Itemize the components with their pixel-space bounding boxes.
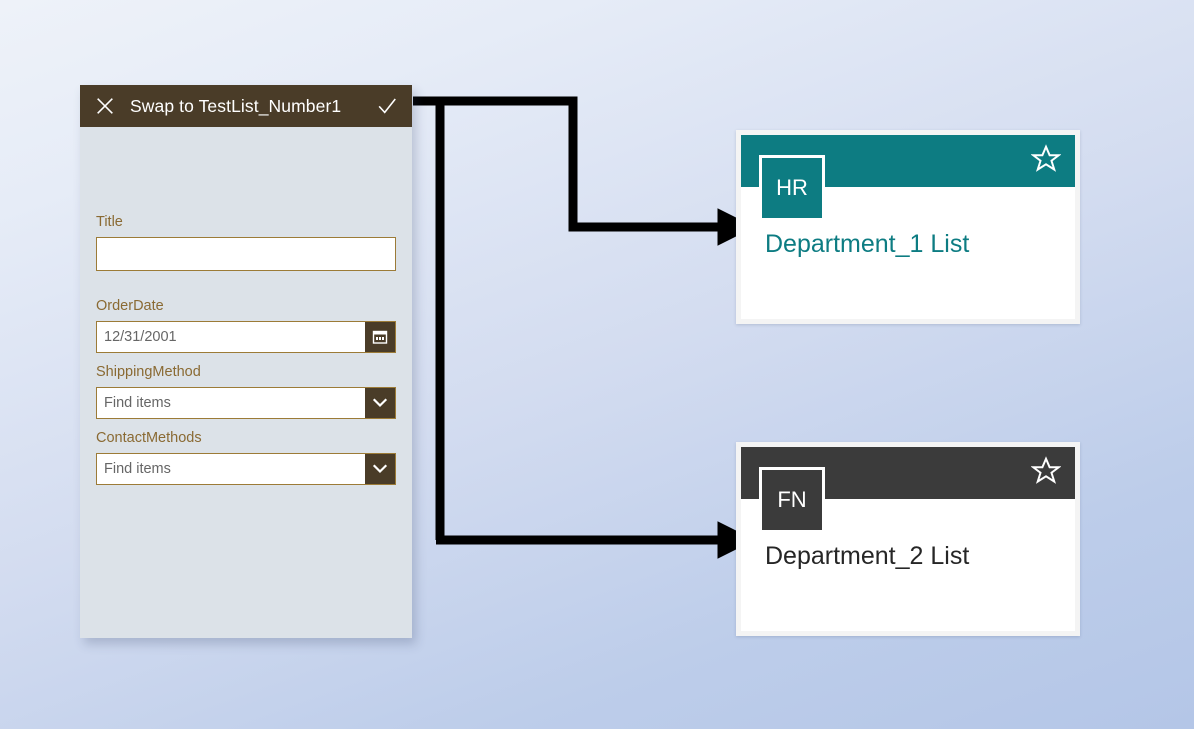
field-gap (96, 283, 396, 299)
list-card-title[interactable]: Department_2 List (765, 542, 970, 570)
chevron-down-icon (372, 398, 388, 407)
orderdate-input-value[interactable]: 12/31/2001 (104, 328, 177, 345)
list-card-department-1[interactable]: HR Department_1 List (736, 130, 1080, 324)
calendar-icon (372, 330, 388, 344)
chevron-down-icon (372, 464, 388, 473)
close-x-icon[interactable] (94, 95, 116, 117)
list-card-inner: FN Department_2 List (741, 447, 1075, 631)
field-orderdate: OrderDate 12/31/2001 (96, 297, 396, 353)
form-panel-title: Swap to TestList_Number1 (130, 95, 342, 116)
connector-to-dept1 (436, 96, 756, 246)
field-label-orderdate: OrderDate (96, 297, 164, 314)
contactmethods-dropdown-button[interactable] (365, 453, 395, 484)
list-card-tile-label: FN (777, 487, 807, 512)
list-card-department-2[interactable]: FN Department_2 List (736, 442, 1080, 636)
form-panel-body: Title OrderDate 12/31/2001 (80, 127, 412, 485)
star-outline-icon[interactable] (1031, 144, 1061, 174)
field-label-contactmethods: ContactMethods (96, 429, 202, 446)
title-input-value[interactable] (97, 238, 395, 270)
list-card-title[interactable]: Department_1 List (765, 230, 970, 258)
contactmethods-placeholder[interactable]: Find items (104, 460, 171, 477)
list-card-tile: FN (759, 467, 825, 533)
star-outline-icon[interactable] (1031, 456, 1061, 486)
form-panel-header: Swap to TestList_Number1 (80, 85, 412, 127)
list-card-tile: HR (759, 155, 825, 221)
shippingmethod-placeholder[interactable]: Find items (104, 394, 171, 411)
list-card-inner: HR Department_1 List (741, 135, 1075, 319)
field-label-title: Title (96, 214, 123, 230)
swap-form-panel: Swap to TestList_Number1 Title OrderDate… (80, 85, 412, 638)
checkmark-icon[interactable] (376, 95, 398, 117)
contactmethods-picker[interactable]: Find items (96, 452, 396, 485)
connector-trunk (413, 96, 445, 540)
field-shippingmethod: ShippingMethod Find items (96, 363, 396, 419)
field-title: Title (96, 214, 396, 271)
list-card-tile-label: HR (776, 175, 808, 200)
title-input[interactable] (96, 236, 396, 271)
panel-top-spacer (96, 127, 396, 215)
date-picker-button[interactable] (365, 321, 395, 352)
orderdate-input[interactable]: 12/31/2001 (96, 320, 396, 353)
shippingmethod-dropdown-button[interactable] (365, 387, 395, 418)
field-contactmethods: ContactMethods Find items (96, 429, 396, 485)
field-label-shippingmethod: ShippingMethod (96, 363, 201, 380)
shippingmethod-picker[interactable]: Find items (96, 386, 396, 419)
